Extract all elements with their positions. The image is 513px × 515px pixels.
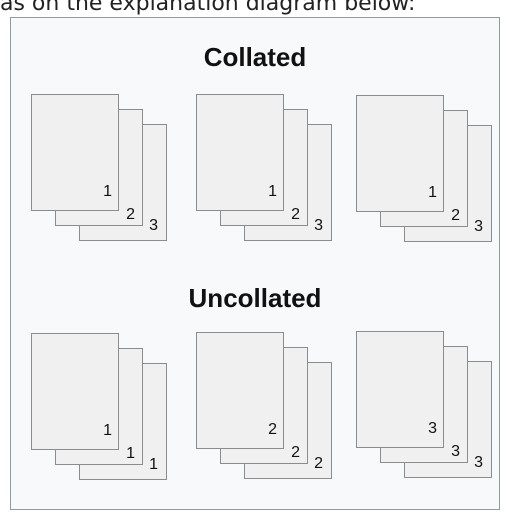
page: 1 [31,333,119,450]
page-number: 1 [126,446,135,462]
page: 3 [356,331,444,448]
collated-stack-2: 3 2 1 [196,94,341,244]
page: 1 [31,94,119,211]
page: 2 [196,332,284,449]
page-number: 2 [126,207,135,223]
page-number: 2 [291,445,300,461]
page: 1 [356,95,444,212]
page-number: 3 [149,218,158,234]
uncollated-stack-2: 2 2 2 [196,332,341,482]
page-number: 1 [103,184,112,200]
collated-stack-3: 3 2 1 [356,95,501,245]
page-number: 2 [291,207,300,223]
collated-stack-1: 3 2 1 [31,94,176,244]
page: 1 [196,94,284,211]
collated-title: Collated [11,42,499,73]
caption-text: as on the explanation diagram below: [0,0,415,16]
uncollated-title: Uncollated [11,283,499,314]
page-number: 3 [314,218,323,234]
uncollated-stack-1: 1 1 1 [31,333,176,483]
page-number: 3 [474,219,483,235]
page-number: 1 [149,457,158,473]
page-number: 1 [428,185,437,201]
page-number: 2 [451,208,460,224]
page-number: 1 [103,423,112,439]
page-number: 2 [314,456,323,472]
collation-diagram: Collated 3 2 1 3 2 1 3 2 1 Uncollated 1 … [10,17,500,510]
page-number: 2 [268,422,277,438]
page-number: 1 [268,184,277,200]
uncollated-stack-3: 3 3 3 [356,331,501,481]
page-number: 3 [428,421,437,437]
page-number: 3 [474,455,483,471]
page-number: 3 [451,444,460,460]
